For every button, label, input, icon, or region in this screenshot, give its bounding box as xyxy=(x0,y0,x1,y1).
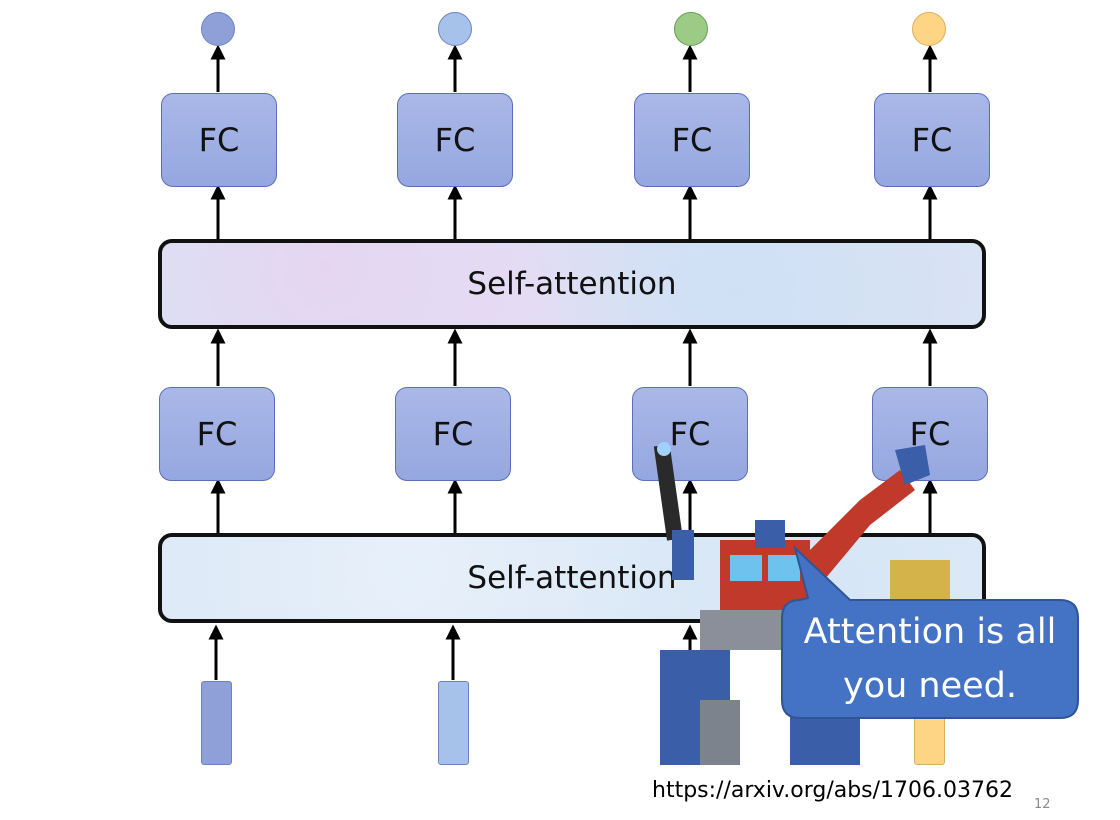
fc-label: FC xyxy=(198,121,240,159)
fc-label: FC xyxy=(434,121,476,159)
fc-block: FC xyxy=(634,93,750,187)
fc-label: FC xyxy=(671,121,713,159)
self-attention-label: Self-attention xyxy=(467,560,677,596)
output-node xyxy=(912,12,946,46)
fc-label: FC xyxy=(196,415,238,453)
page-number: 12 xyxy=(1034,797,1051,812)
fc-block: FC xyxy=(397,93,513,187)
fc-label: FC xyxy=(669,415,711,453)
fc-block: FC xyxy=(161,93,277,187)
speech-bubble-text: Attention is all you need. xyxy=(785,605,1075,714)
output-node xyxy=(201,12,235,46)
input-vector xyxy=(438,681,469,765)
reference-link[interactable]: https://arxiv.org/abs/1706.03762 xyxy=(652,778,1014,803)
fc-block: FC xyxy=(395,387,511,481)
speech-line-2: you need. xyxy=(842,666,1018,707)
fc-block: FC xyxy=(159,387,275,481)
output-node xyxy=(674,12,708,46)
speech-line-1: Attention is all xyxy=(803,612,1057,652)
fc-label: FC xyxy=(911,121,953,159)
self-attention-label: Self-attention xyxy=(467,266,677,302)
fc-block: FC xyxy=(872,387,988,481)
fc-block: FC xyxy=(874,93,990,187)
self-attention-layer: Self-attention xyxy=(158,239,986,329)
fc-block: FC xyxy=(632,387,748,481)
input-vector xyxy=(201,681,232,765)
output-node xyxy=(438,12,472,46)
fc-label: FC xyxy=(432,415,474,453)
